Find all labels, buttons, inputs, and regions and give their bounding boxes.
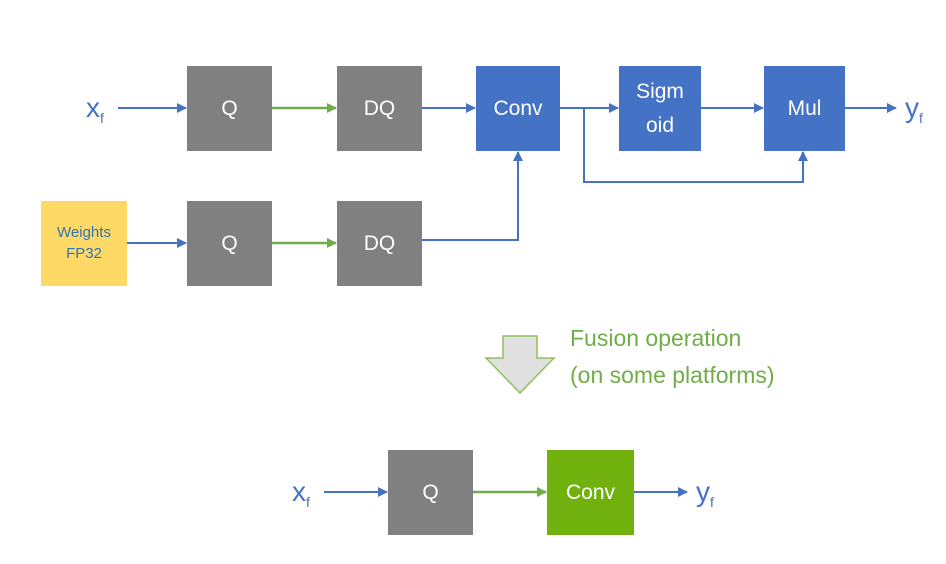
bottom-input-label: xf [292,476,310,510]
bottom-q-node: Q [388,450,473,535]
conv-node: Conv [476,66,560,151]
fused-conv-node: Conv [547,450,634,535]
bottom-graph: xf Q Conv yf [292,450,714,535]
fusion-subtitle: (on some platforms) [570,362,775,388]
svg-text:Weights: Weights [57,224,111,241]
top-input-label: xf [86,92,104,126]
top-graph: xf Q DQ Conv Sigm oid Mul [86,66,923,183]
q2-node: Q [187,201,272,286]
q1-node: Q [187,66,272,151]
down-arrow-icon [484,335,556,395]
fusion-title: Fusion operation [570,325,741,351]
svg-text:Q: Q [221,97,237,120]
dq1-node: DQ [337,66,422,151]
mul-node: Mul [764,66,845,151]
svg-text:Sigm: Sigm [636,80,684,103]
weights-fp32-node: Weights FP32 [41,201,127,286]
svg-text:DQ: DQ [364,97,396,120]
svg-text:Mul: Mul [788,97,822,120]
svg-text:DQ: DQ [364,232,396,255]
bottom-output-label: yf [696,476,714,510]
fusion-indicator: Fusion operation (on some platforms) [484,325,775,395]
edge-dq2-to-conv [422,151,523,241]
svg-text:FP32: FP32 [66,245,102,262]
edge-conv-skip-to-mul [583,108,808,183]
weights-branch: Weights FP32 Q DQ [41,151,523,286]
top-output-label: yf [905,92,923,126]
svg-text:Conv: Conv [566,481,616,504]
svg-text:oid: oid [646,114,674,137]
sigmoid-node: Sigm oid [619,66,701,151]
svg-text:Conv: Conv [493,97,543,120]
svg-text:Q: Q [422,481,438,504]
svg-text:Q: Q [221,232,237,255]
dq2-node: DQ [337,201,422,286]
